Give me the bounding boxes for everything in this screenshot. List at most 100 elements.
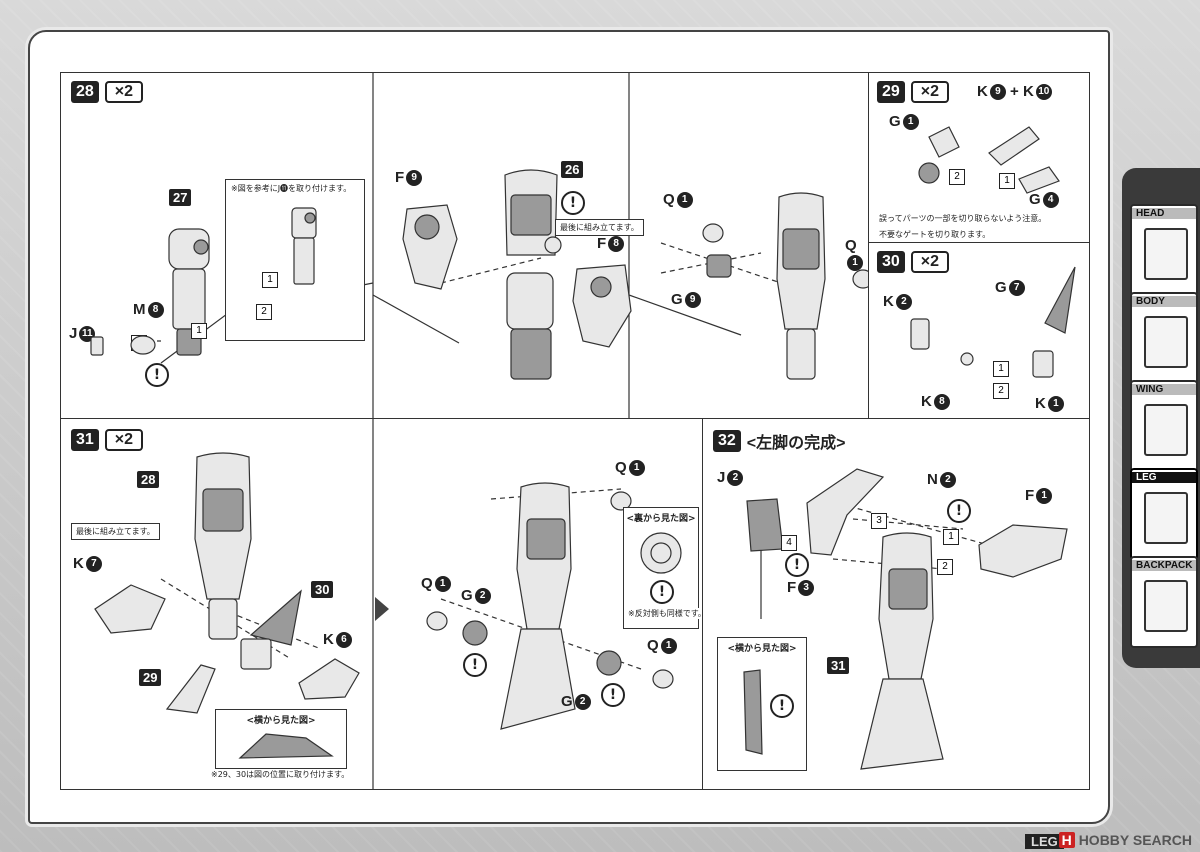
warning-icon: ! [561, 191, 585, 215]
warning-note-2: 不要なゲートを切り取ります。 [879, 229, 991, 240]
polycap-q1-top [610, 491, 632, 511]
warning-icon: ! [145, 363, 169, 387]
knee-armor-f1 [978, 524, 1068, 578]
part-28-label: 28 [137, 471, 160, 488]
step-number: 29 [877, 81, 905, 103]
warning-icon: ! [947, 499, 971, 523]
joint-g9 [706, 254, 732, 278]
tab-wing[interactable]: WING [1130, 380, 1198, 472]
left-leg-complete [860, 532, 944, 770]
part-26-label: 26 [561, 161, 584, 178]
thigh-lower-part [506, 272, 554, 380]
assembled-thigh [776, 192, 826, 380]
label-q1b: Q1 [845, 237, 869, 272]
warning-icon: ! [785, 553, 809, 577]
j11-detail-box: 1 2 [225, 179, 365, 341]
multiplier: ×2 [910, 81, 950, 103]
part-27-label: 27 [169, 189, 192, 206]
wing-icon [1144, 404, 1188, 456]
thigh-upper-part [504, 169, 562, 256]
part-k7 [94, 584, 166, 634]
step-30-parts [910, 266, 1076, 378]
assemble-last-note: 最後に組み立てます。 [555, 219, 644, 236]
polycap-q1-b [852, 269, 869, 289]
next-arrow [375, 597, 389, 621]
step-number: 30 [877, 251, 905, 273]
multiplier: ×2 [910, 251, 950, 273]
leg-icon [1144, 492, 1188, 544]
part-31-label: 31 [827, 657, 850, 674]
step-number: 32 [713, 430, 741, 452]
leg-full-assembly [500, 482, 576, 730]
j11-note: ※図を参考にJ⓫を取り付けます。 [231, 183, 352, 194]
step-28-header: 28 ×2 [71, 81, 144, 103]
warning-icon: ! [601, 683, 625, 707]
back-view-box: <裏から見た図> ! ※反対側も同様です。 [623, 507, 703, 629]
section-sidebar: HEAD BODY WING LEG BACKPACK [1122, 168, 1200, 668]
instruction-sheet: 28 ×2 1 2 ※図を参考にJ⓫を取り付けます。 2 [28, 30, 1110, 824]
step-29-parts [918, 126, 1060, 194]
head-icon [1144, 228, 1188, 280]
warning-note-1: 誤ってパーツの一部を切り取らないよう注意。 [879, 213, 1047, 224]
position-note: ※29、30は図の位置に取り付けます。 [211, 769, 350, 780]
part-30-label: 30 [311, 581, 334, 598]
part-29-label: 29 [139, 669, 162, 686]
joint-g2-a [462, 620, 488, 646]
leg-assembly-28 [194, 452, 252, 640]
backpack-icon [1144, 580, 1188, 632]
step-title: <左脚の完成> [746, 435, 846, 452]
step-28-panel: 28 ×2 1 2 ※図を参考にJ⓫を取り付けます。 2 [60, 72, 870, 420]
part-30-fin [240, 589, 302, 670]
watermark: H HOBBY SEARCH [1058, 832, 1192, 848]
part-29 [165, 664, 216, 714]
tab-body[interactable]: BODY [1130, 292, 1198, 384]
polycap-q1-side [652, 669, 674, 689]
step-number: 28 [71, 81, 99, 103]
step-number: 31 [71, 429, 99, 451]
side-armor-part [572, 264, 632, 348]
polycap-q1-a [702, 223, 724, 243]
tab-backpack[interactable]: BACKPACK [1130, 556, 1198, 648]
side-view-box: <横から見た図> ! [717, 637, 807, 771]
page-section-label: LEG [1025, 834, 1064, 849]
tab-head[interactable]: HEAD [1130, 204, 1198, 296]
assemble-last-note: 最後に組み立てます。 [71, 523, 160, 540]
multiplier: ×2 [104, 81, 144, 103]
joint-g2-b [596, 650, 622, 676]
leg-part-27 [168, 228, 210, 356]
multiplier: ×2 [104, 429, 144, 451]
upper-armor-piece [806, 468, 885, 556]
body-icon [1144, 316, 1188, 368]
leg-part-detail [291, 207, 317, 285]
part-k6 [298, 658, 360, 700]
tab-leg[interactable]: LEG [1130, 468, 1198, 560]
parts-j-m [90, 335, 156, 356]
